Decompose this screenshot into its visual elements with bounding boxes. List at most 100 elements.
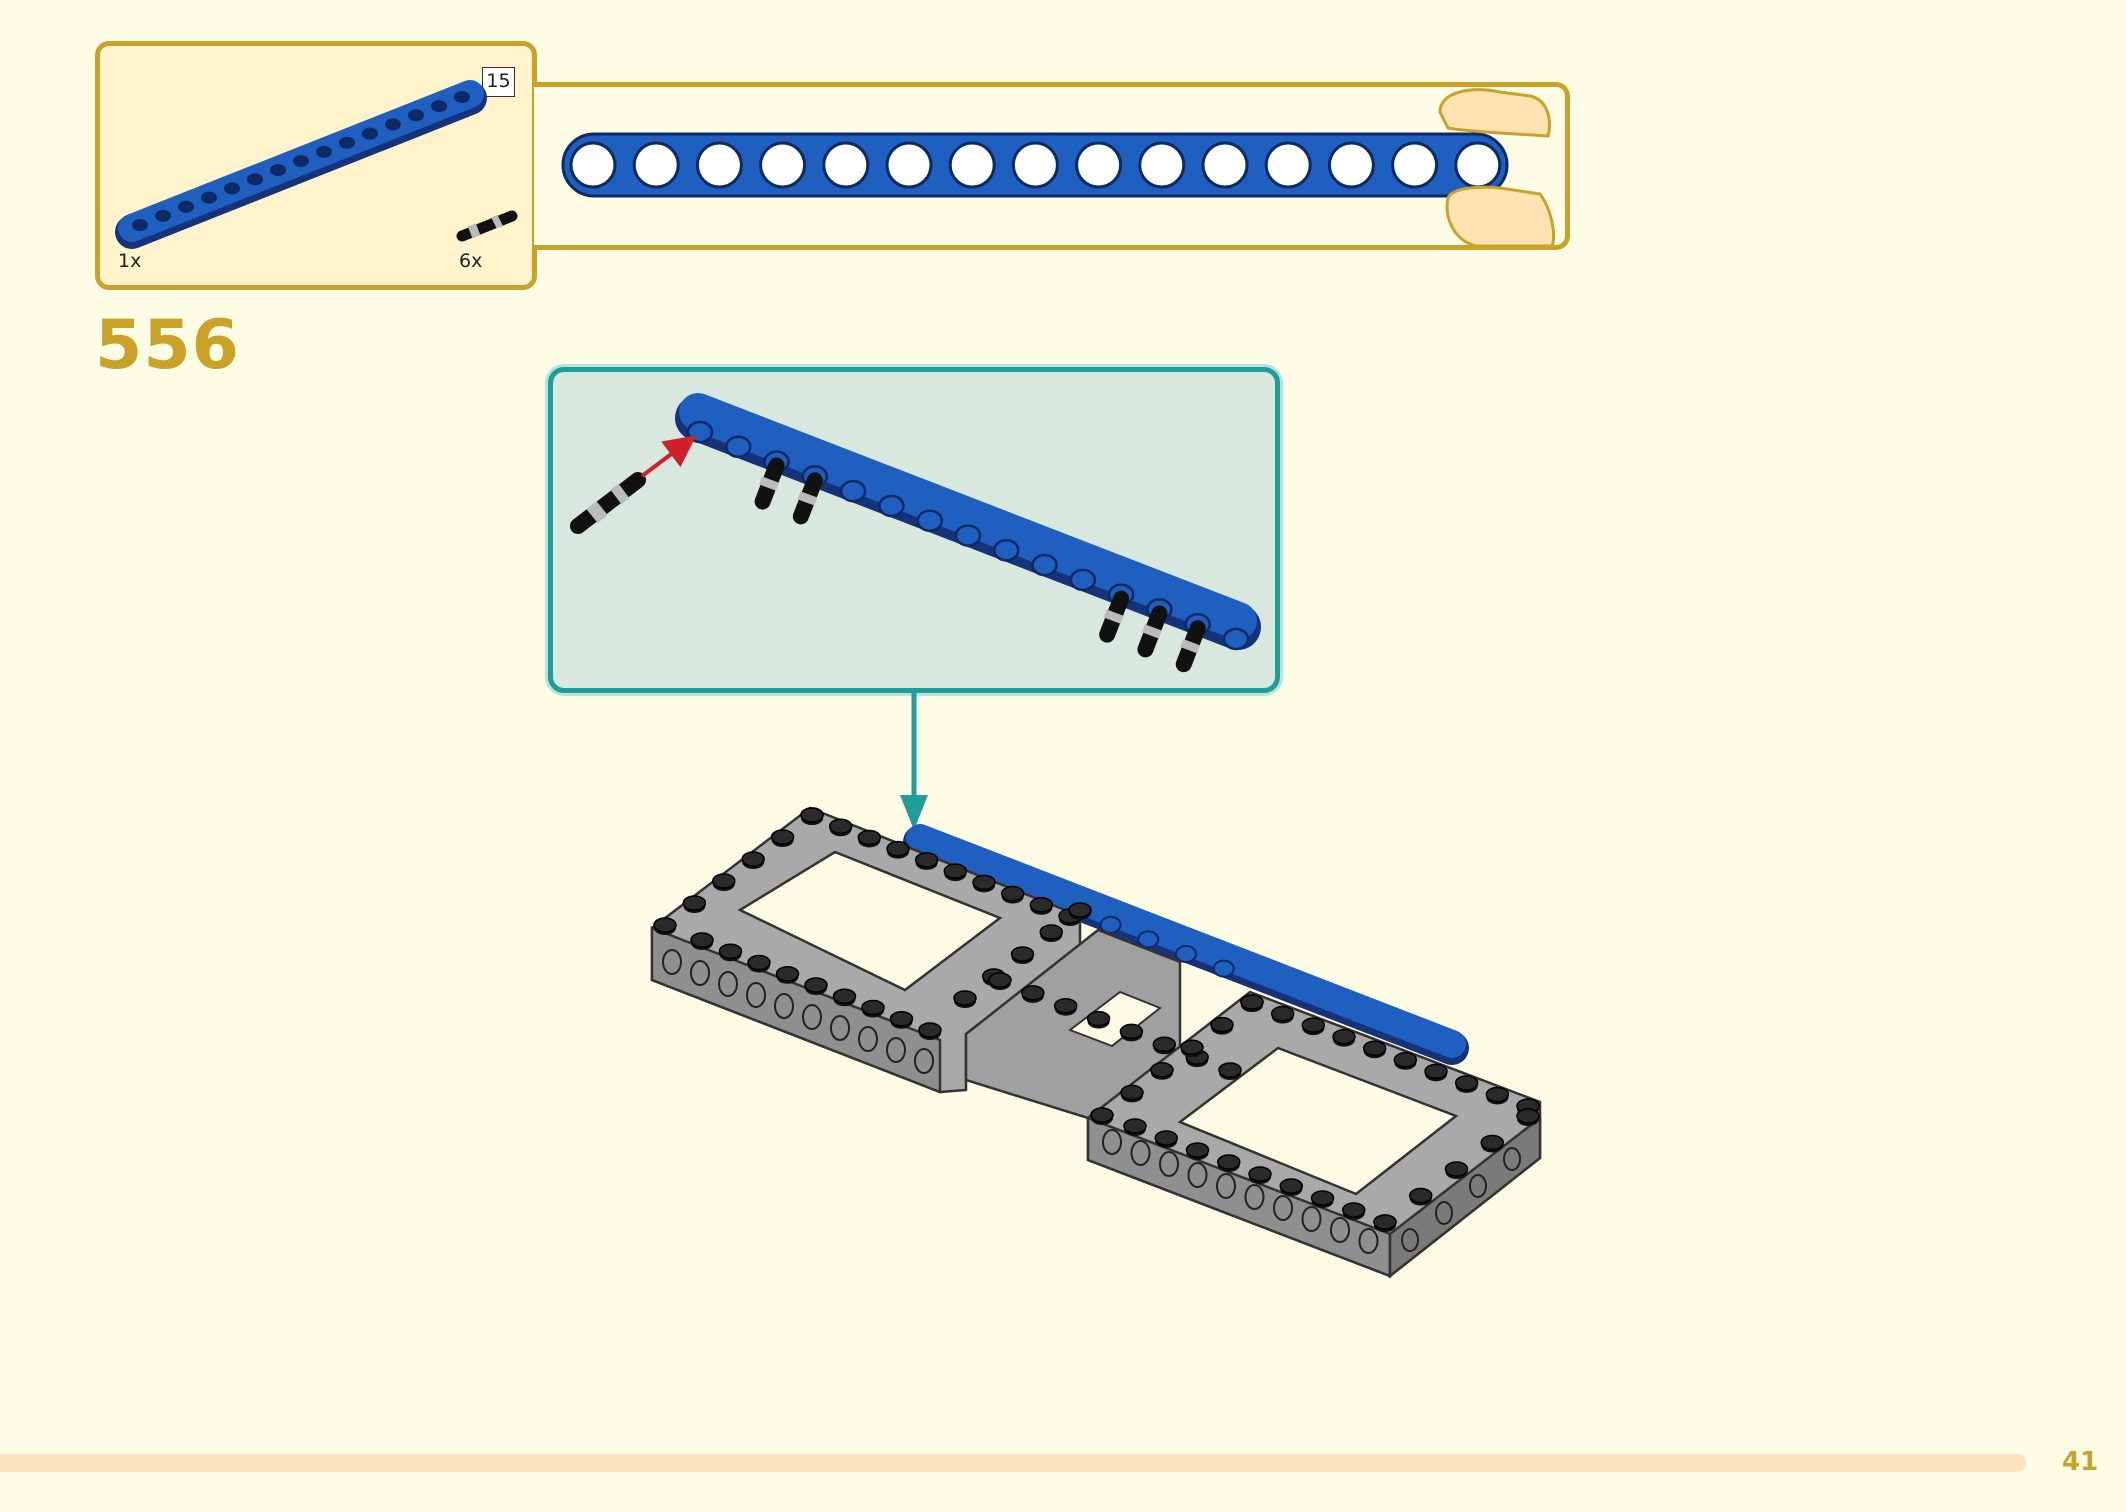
frame-stud	[1120, 1084, 1144, 1103]
beam-hole	[1391, 141, 1439, 189]
beam-hole	[1454, 141, 1502, 189]
length-measure-beam	[561, 132, 1509, 198]
loose-pin	[570, 472, 646, 534]
beam-hole	[454, 91, 470, 103]
frame-stud	[832, 988, 857, 1007]
beam-hole	[408, 109, 424, 122]
frame-stud	[1362, 1040, 1387, 1059]
beam-hole	[270, 164, 286, 177]
frame-stud	[1152, 1036, 1177, 1055]
frame-stud	[770, 829, 795, 847]
callout-pointer-arrow	[900, 693, 928, 830]
beam-hole	[1099, 915, 1122, 934]
frame-stud	[653, 917, 677, 935]
hand-icon	[1438, 88, 1555, 248]
frame-hole	[1130, 1140, 1151, 1166]
frame-stud	[1217, 1154, 1241, 1172]
axle-pin	[1175, 620, 1206, 673]
frame-hole	[1102, 1129, 1122, 1155]
frame-stud	[1270, 1005, 1295, 1024]
frame-stud	[747, 954, 771, 973]
frame-stud	[1393, 1052, 1418, 1070]
frame-stud	[1248, 1166, 1272, 1184]
beam-hole	[695, 141, 743, 189]
beam-hole	[822, 141, 870, 189]
frame-hole	[886, 1037, 906, 1063]
beam-hole	[725, 435, 752, 459]
beam-hole	[954, 524, 982, 547]
parts-beam-icon	[115, 80, 487, 249]
frame-stud	[914, 852, 939, 870]
frame-stud	[943, 863, 968, 882]
beam-hole	[569, 141, 617, 189]
parts-pin-icon	[456, 210, 518, 242]
frame-stud	[1180, 1039, 1204, 1058]
frame-hole	[1330, 1217, 1350, 1243]
frame-stud	[1444, 1161, 1469, 1179]
frame-hole	[858, 1026, 878, 1052]
model-blue-beam	[903, 824, 1469, 1065]
beam-hole	[993, 539, 1020, 562]
frame-stud	[800, 807, 824, 825]
frame-hole	[1435, 1201, 1453, 1225]
footer-bar	[0, 1454, 2026, 1472]
beam-hole	[1075, 141, 1123, 189]
frame-hole	[1273, 1195, 1293, 1221]
frame-stud	[682, 895, 707, 913]
frame-stud	[1150, 1062, 1174, 1080]
beam-hole	[362, 127, 378, 140]
frame-stud	[889, 1011, 914, 1029]
frame-hole	[1358, 1228, 1379, 1254]
frame-stud	[1516, 1108, 1540, 1126]
beam-hole	[339, 136, 355, 149]
frame-stud	[775, 966, 800, 984]
frame-stud	[1053, 997, 1078, 1016]
frame-stud	[804, 977, 828, 995]
frame-stud	[1279, 1178, 1303, 1196]
frame-hole	[690, 960, 710, 986]
axle-pin	[792, 472, 823, 525]
frame-hole	[1503, 1147, 1521, 1171]
beam-hole	[1201, 141, 1249, 189]
gray-frame-assembly	[650, 806, 1542, 1279]
beam-hole	[316, 145, 332, 158]
beam-hole	[1138, 141, 1186, 189]
beam-hole	[155, 209, 171, 222]
beam-hole	[247, 173, 263, 186]
beam-hole	[385, 118, 401, 131]
frame-stud	[1010, 946, 1035, 964]
beam-hole	[1137, 930, 1160, 949]
beam-hole	[948, 141, 996, 189]
frame-stud	[1424, 1063, 1448, 1082]
frame-stud	[1123, 1118, 1147, 1136]
frame-stud	[1240, 994, 1264, 1012]
frame-hole	[1301, 1206, 1322, 1232]
axle-pin	[1099, 590, 1130, 643]
frame-stud	[712, 873, 736, 891]
beam-hole	[1031, 553, 1058, 577]
frame-hole	[718, 971, 738, 997]
frame-hole	[1401, 1228, 1419, 1252]
frame-hole	[1159, 1151, 1179, 1177]
frame-stud	[1039, 924, 1063, 942]
frame-stud	[1029, 897, 1054, 915]
beam-length-badge: 15	[482, 67, 515, 97]
frame-stud	[1454, 1075, 1479, 1093]
beam-hole	[1222, 627, 1250, 651]
beam-hole	[1212, 959, 1235, 978]
frame-hole	[774, 993, 794, 1019]
frame-stud	[741, 851, 765, 869]
frame-hole	[1244, 1184, 1265, 1210]
beam-hole	[885, 141, 933, 189]
beam-hole	[1011, 141, 1059, 189]
frame-stud	[690, 932, 714, 950]
frame-stud	[1119, 1023, 1144, 1042]
step-number: 556	[95, 306, 240, 385]
frame-hole	[914, 1048, 934, 1074]
frame-stud	[1086, 1010, 1111, 1029]
frame-hole	[1187, 1162, 1208, 1188]
callout-pins	[754, 457, 1206, 673]
frame-stud	[1342, 1202, 1366, 1220]
frame-stud	[988, 972, 1012, 990]
